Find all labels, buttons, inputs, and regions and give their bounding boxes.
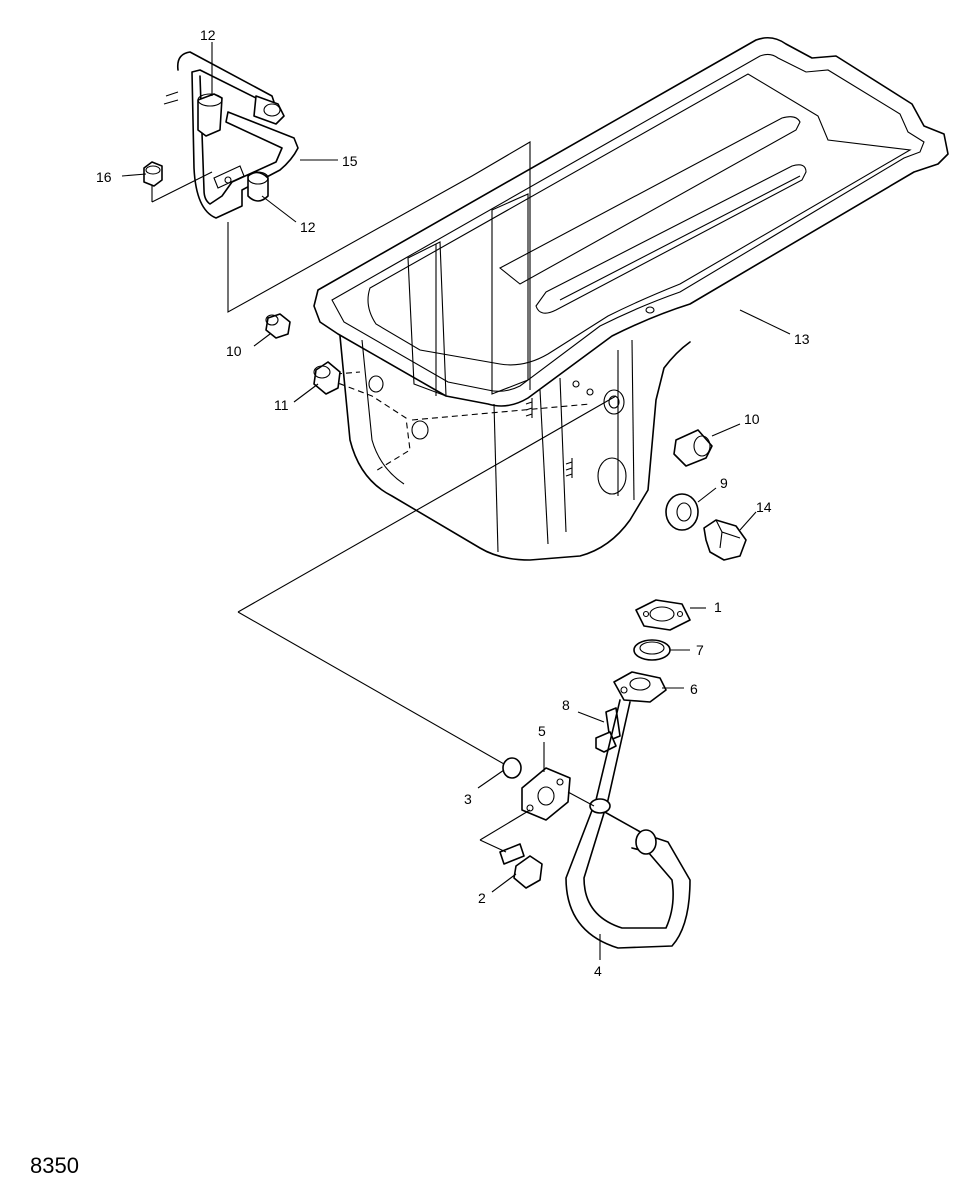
pipe-flange	[521, 767, 595, 821]
callout-8: 8	[562, 697, 570, 713]
callout-15: 15	[342, 153, 358, 169]
callout-12-bottom: 12	[300, 219, 316, 235]
nut	[143, 161, 163, 187]
callout-6: 6	[690, 681, 698, 697]
breather-pipe	[163, 51, 299, 219]
callout-5: 5	[538, 723, 546, 739]
gasket	[635, 599, 691, 631]
plug	[673, 429, 713, 467]
plug	[313, 361, 341, 395]
callout-1: 1	[714, 599, 722, 615]
suction-pipe	[565, 699, 691, 949]
callout-7: 7	[696, 642, 704, 658]
callout-16: 16	[96, 169, 112, 185]
bolt	[499, 843, 543, 889]
callout-3: 3	[464, 791, 472, 807]
plug	[265, 313, 291, 339]
o-ring	[633, 639, 671, 661]
callout-2: 2	[478, 890, 486, 906]
drain-plug	[703, 519, 747, 561]
flange	[613, 671, 667, 703]
callout-10-right: 10	[744, 411, 760, 427]
callout-9: 9	[720, 475, 728, 491]
callout-11: 11	[274, 397, 289, 413]
callout-12-top: 12	[200, 27, 216, 43]
figure-number: 8350	[30, 1153, 79, 1178]
callout-10-left: 10	[226, 343, 242, 359]
callout-14: 14	[756, 499, 772, 515]
washer	[665, 493, 699, 531]
callout-4: 4	[594, 963, 602, 979]
callout-13: 13	[794, 331, 810, 347]
oil-pan	[313, 36, 949, 561]
o-ring	[502, 757, 522, 779]
